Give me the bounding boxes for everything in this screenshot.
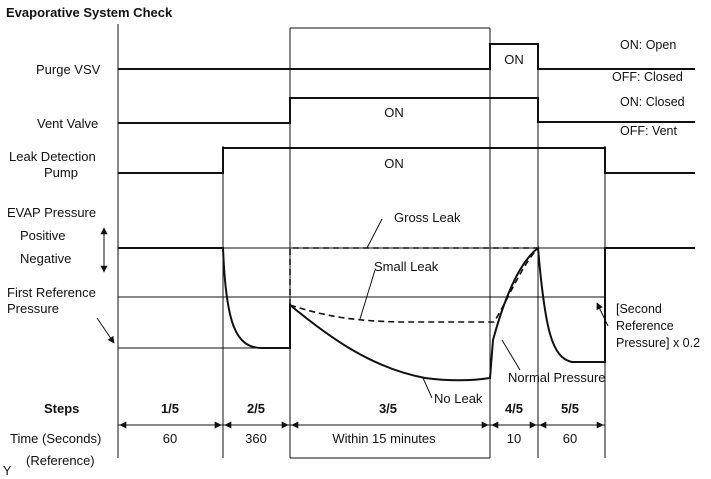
no-leak-leader bbox=[422, 377, 433, 399]
vent-valve-state-on: ON: Closed bbox=[620, 95, 685, 109]
leak-pump-waveform bbox=[118, 147, 695, 174]
small-leak-trace bbox=[289, 247, 539, 323]
negative-label: Negative bbox=[20, 251, 71, 266]
gross-leak-leader bbox=[366, 218, 383, 249]
vent-valve-waveform bbox=[118, 97, 695, 124]
vent-valve-state-off: OFF: Vent bbox=[620, 124, 677, 138]
steps-time-table: Steps 1/5 2/5 3/5 4/5 5/5 Time (Seconds)… bbox=[10, 401, 605, 468]
purge-vsv-row: Purge VSV ON ON: Open OFF: Closed bbox=[36, 38, 695, 84]
step-5-label: 5/5 bbox=[561, 401, 579, 416]
steps-label: Steps bbox=[44, 401, 79, 416]
purge-vsv-state-off: OFF: Closed bbox=[612, 70, 683, 84]
time-label: Time (Seconds) bbox=[10, 431, 101, 446]
second-ref-label-line2: Reference bbox=[616, 319, 674, 333]
step-boundaries bbox=[117, 24, 606, 459]
first-ref-arrow bbox=[96, 317, 115, 344]
step-2-label: 2/5 bbox=[247, 401, 265, 416]
no-leak-label: No Leak bbox=[434, 391, 483, 406]
vent-valve-on-text: ON bbox=[384, 105, 404, 120]
reference-label: (Reference) bbox=[26, 453, 95, 468]
leak-pump-row: Leak Detection Pump ON bbox=[9, 147, 695, 180]
normal-pressure-leader bbox=[501, 339, 521, 371]
corner-mark: Y bbox=[3, 464, 12, 478]
positive-label: Positive bbox=[20, 228, 66, 243]
leak-pump-label-line2: Pump bbox=[44, 165, 78, 180]
evap-pressure-section: EVAP Pressure Positive Negative First Re… bbox=[7, 205, 700, 406]
first-ref-label-line1: First Reference bbox=[7, 285, 96, 300]
vent-valve-label: Vent Valve bbox=[37, 116, 98, 131]
second-ref-label-line1: [Second bbox=[616, 302, 662, 316]
time-step-3: Within 15 minutes bbox=[332, 431, 436, 446]
step-4-label: 4/5 bbox=[505, 401, 523, 416]
leak-pump-label-line1: Leak Detection bbox=[9, 149, 96, 164]
small-leak-leader bbox=[359, 269, 376, 320]
gross-leak-label: Gross Leak bbox=[394, 210, 461, 225]
gross-leak-trace bbox=[289, 247, 538, 305]
vent-valve-row: Vent Valve ON ON: Closed OFF: Vent bbox=[37, 95, 695, 138]
second-ref-label-line3: Pressure] x 0.2 bbox=[616, 336, 700, 350]
time-step-4: 10 bbox=[507, 431, 521, 446]
time-step-5: 60 bbox=[563, 431, 577, 446]
step-1-label: 1/5 bbox=[161, 401, 179, 416]
time-step-2: 360 bbox=[245, 431, 267, 446]
evap-pressure-label: EVAP Pressure bbox=[7, 205, 96, 220]
normal-pressure-label: Normal Pressure bbox=[508, 370, 606, 385]
pressure-trace bbox=[118, 246, 695, 382]
step-3-label: 3/5 bbox=[379, 401, 397, 416]
purge-vsv-on-text: ON bbox=[504, 52, 524, 67]
small-leak-label: Small Leak bbox=[374, 259, 439, 274]
purge-vsv-waveform bbox=[118, 43, 695, 70]
first-ref-label-line2: Pressure bbox=[7, 301, 59, 316]
diagram-title: Evaporative System Check bbox=[6, 5, 173, 20]
purge-vsv-state-on: ON: Open bbox=[620, 38, 676, 52]
purge-vsv-label: Purge VSV bbox=[36, 62, 101, 77]
time-step-1: 60 bbox=[163, 431, 177, 446]
leak-pump-on-text: ON bbox=[384, 156, 404, 171]
second-ref-arrow bbox=[596, 302, 609, 327]
